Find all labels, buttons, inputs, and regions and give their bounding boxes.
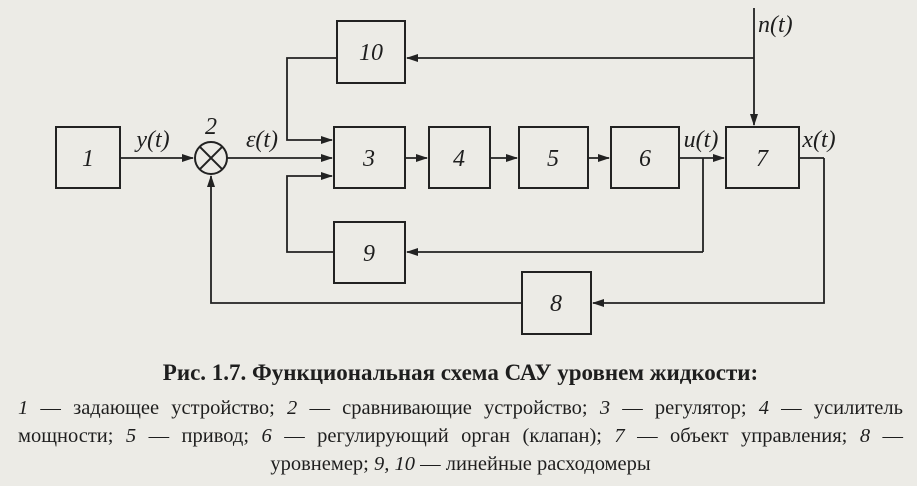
legend-entry: 1 — задающее устройство; [18,397,288,419]
arrow-10-to-controller [286,57,337,144]
block-1-label: 1 [82,146,94,172]
caption-legend: 1 — задающее устройство; 2 — сравнивающи… [18,394,903,478]
block-10-flowmeter [336,20,406,84]
block-10-label: 10 [359,40,383,66]
legend-entry: 5 — привод; [125,425,262,447]
legend-entry: 6 — регулирующий орган (клапан); [261,425,615,447]
comparator-label: 2 [205,114,217,140]
signal-y-label: y(t) [134,127,169,153]
caption-title: Рис. 1.7. Функциональная схема САУ уровн… [162,360,759,385]
comparator-2 [194,141,228,175]
legend-entry: 3 — регулятор; [599,397,759,419]
signal-x-label: x(t) [801,127,835,153]
block-5-label: 5 [547,146,559,172]
legend-entry: 8 — уровнемер; [270,425,903,475]
functional-diagram: 1 2 3 4 5 6 7 10 9 8 y(t) ε(t) u(t) x(t)… [55,8,836,335]
legend-entry: 9, 10 — линейные расходомеры [374,453,651,475]
arrow-level-to-comparator [207,175,522,304]
block-3-label: 3 [362,146,375,172]
arrow-9-to-controller [286,172,334,253]
signal-u-label: u(t) [684,127,719,153]
figure-caption: Рис. 1.7. Функциональная схема САУ уровн… [18,360,903,478]
arrow-x-to-level-meter [592,158,825,307]
legend-entry: 2 — сравнивающие устройство; [287,397,600,419]
legend-entry: 4 — усилитель мощности; [18,397,903,447]
block-7-label: 7 [756,146,769,172]
block-8-label: 8 [550,291,562,317]
block-4-label: 4 [453,146,465,172]
signal-n-label: n(t) [758,12,793,38]
block-6-label: 6 [639,146,651,172]
block-9-label: 9 [363,241,375,267]
legend-entry: 7 — объект управления; [614,425,860,447]
signal-eps-label: ε(t) [246,127,278,153]
